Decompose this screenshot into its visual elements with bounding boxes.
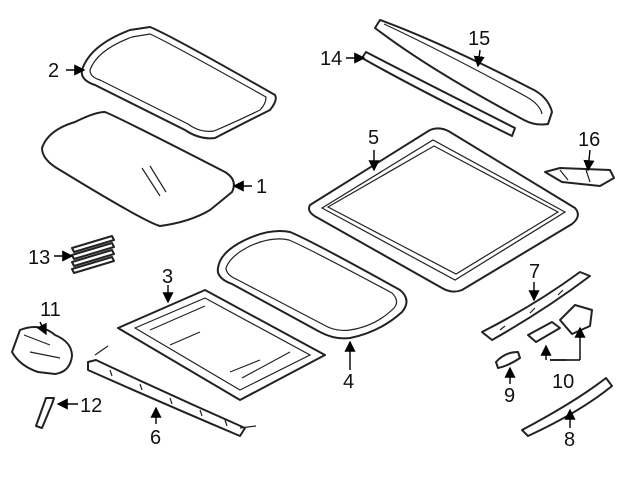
part-11-motor <box>11 325 73 375</box>
callout-14: 14 <box>320 48 342 70</box>
part-16-bracket <box>544 167 615 187</box>
callout-10: 10 <box>552 371 574 393</box>
callout-1: 1 <box>256 176 267 198</box>
part-2-seal <box>80 26 277 140</box>
part-1-glass-panel <box>41 111 235 227</box>
part-9-clip <box>495 351 521 369</box>
callout-6: 6 <box>150 427 161 449</box>
callout-5: 5 <box>368 127 379 149</box>
callout-labels: 2 1 3 4 5 6 7 8 9 10 11 12 13 14 15 16 <box>28 28 600 451</box>
part-8-slider <box>521 377 613 437</box>
leader-lines <box>36 49 595 428</box>
part-12-hook <box>35 397 55 429</box>
part-6-rail <box>87 345 257 437</box>
part-4-seal <box>216 230 408 340</box>
callout-13: 13 <box>28 247 50 269</box>
part-7-lever <box>481 271 591 341</box>
part-14-strip <box>361 51 516 137</box>
callout-3: 3 <box>162 266 173 288</box>
callout-4: 4 <box>343 371 354 393</box>
callout-9: 9 <box>504 385 515 407</box>
part-15-deflector <box>374 19 553 126</box>
callout-7: 7 <box>529 261 540 283</box>
callout-16: 16 <box>578 129 600 151</box>
part-3-sunshade <box>117 289 326 401</box>
callout-15: 15 <box>468 28 490 50</box>
callout-2: 2 <box>48 60 59 82</box>
callout-11: 11 <box>40 299 61 321</box>
callout-8: 8 <box>564 429 575 451</box>
callout-12: 12 <box>80 395 102 417</box>
part-13-strips <box>71 235 115 274</box>
